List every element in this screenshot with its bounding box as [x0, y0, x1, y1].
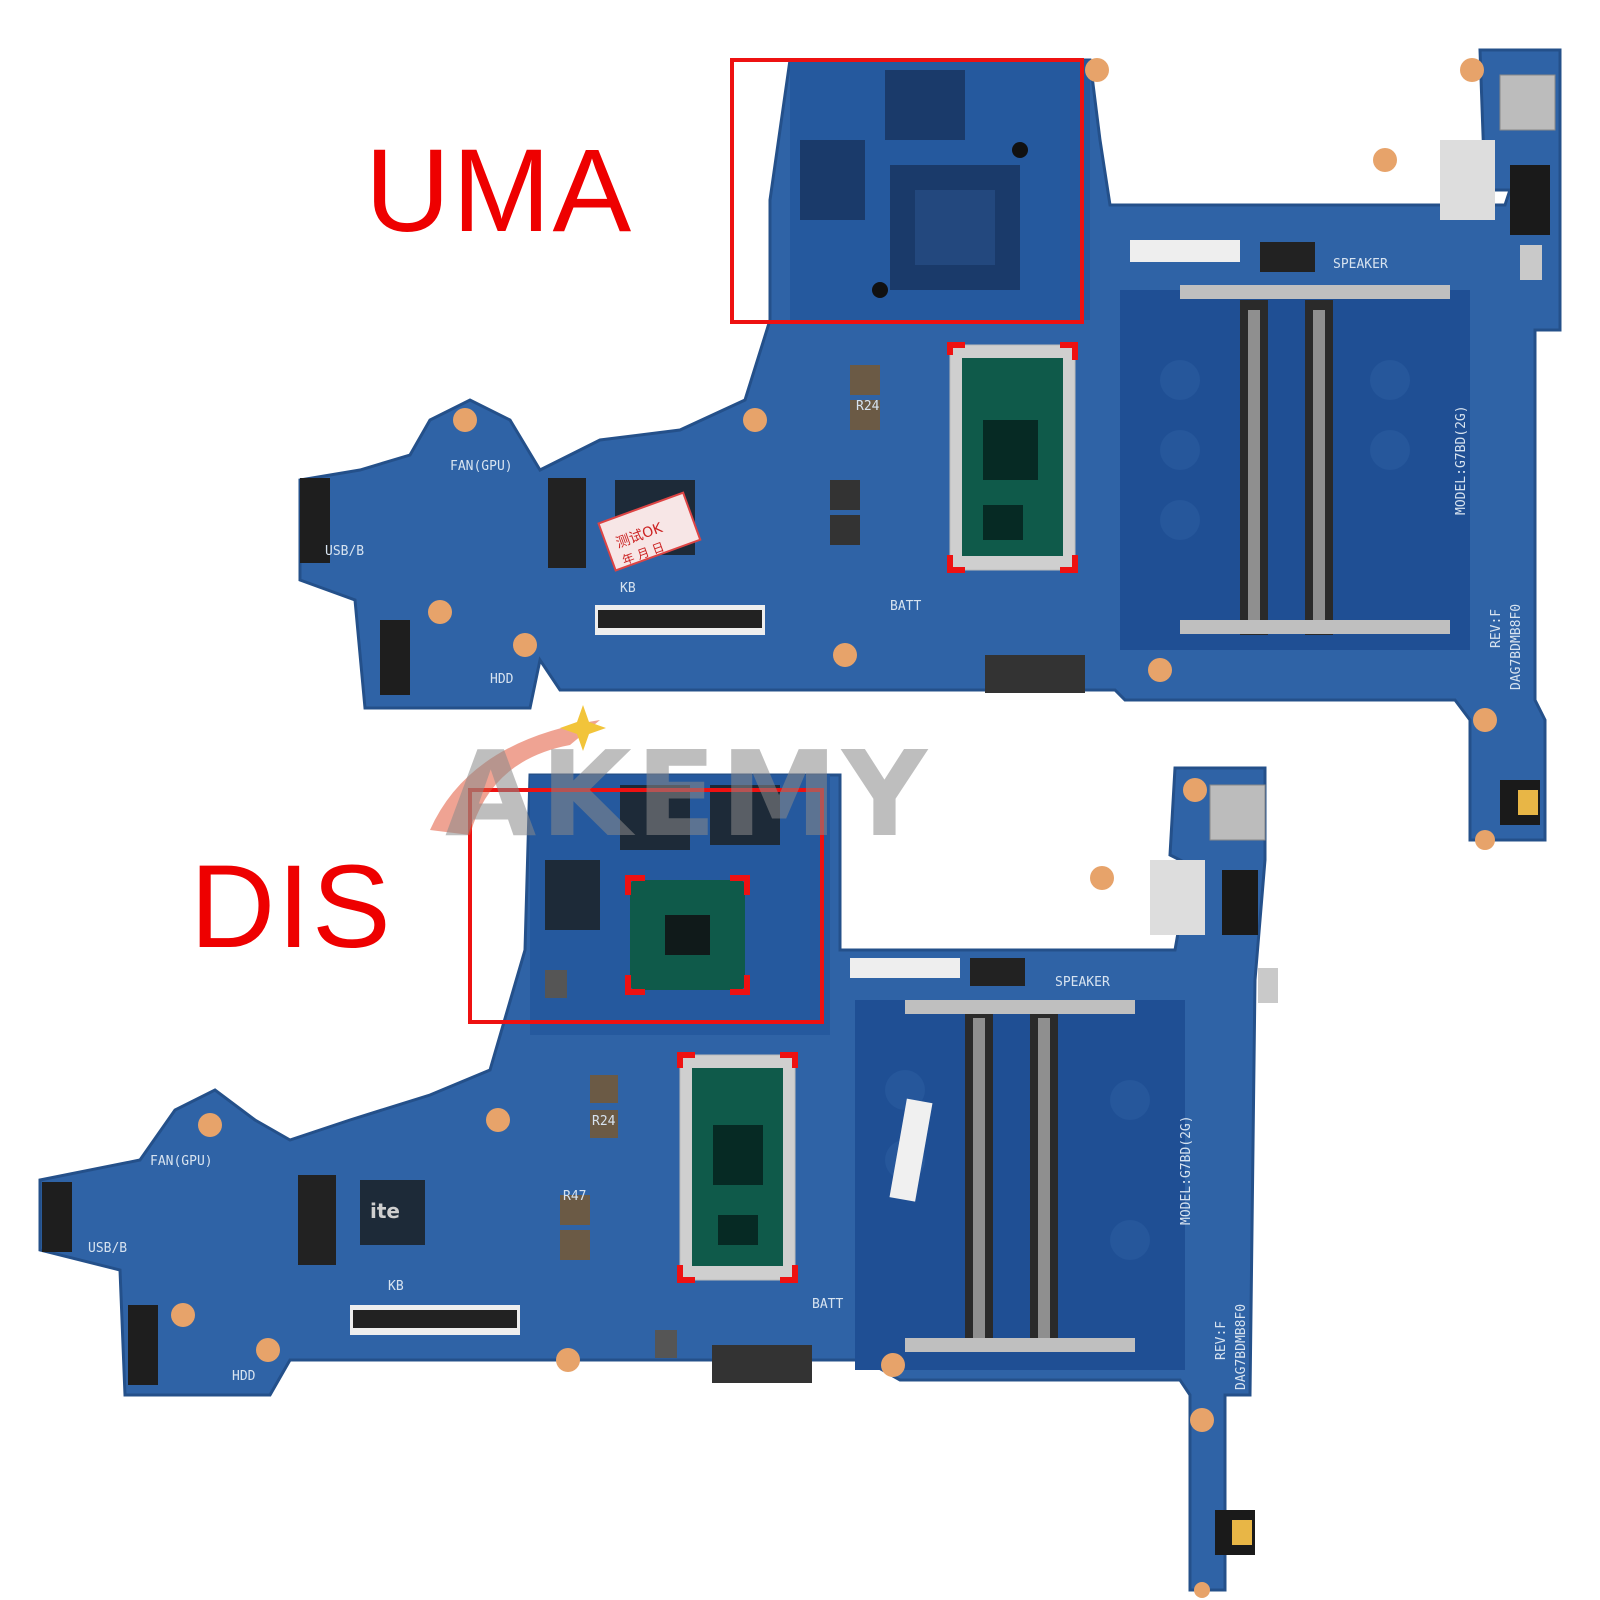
silk-model-top: MODEL:G7BD(2G): [1454, 405, 1469, 515]
silk-rev-top: REV:F: [1489, 609, 1504, 648]
silk-kb-bottom: KB: [388, 1279, 404, 1294]
silk-kb-top: KB: [620, 581, 636, 596]
dis-label: DIS: [190, 841, 393, 973]
silk-fan-top: FAN(GPU): [450, 459, 513, 474]
silk-r24-bottom: R24: [592, 1114, 616, 1129]
silk-model-bottom: MODEL:G7BD(2G): [1179, 1115, 1194, 1225]
uma-motherboard: [298, 48, 1562, 850]
uma-highlight-box: [730, 58, 1084, 324]
uma-label: UMA: [365, 125, 634, 257]
sparkle-icon: [560, 705, 606, 751]
silk-usb-bottom: USB/B: [88, 1241, 127, 1256]
silk-part-top: DAG7BDMB8F0: [1509, 604, 1524, 690]
silk-batt-bottom: BATT: [812, 1297, 843, 1312]
silk-batt-top: BATT: [890, 599, 921, 614]
silk-usb-top: USB/B: [325, 544, 364, 559]
silk-hdd-top: HDD: [490, 672, 514, 687]
silk-r24-top: R24: [856, 399, 880, 414]
silk-speaker-bottom: SPEAKER: [1055, 975, 1110, 990]
watermark-swoosh-icon: [430, 720, 600, 835]
watermark-brand: AKEMY: [445, 725, 932, 863]
dis-highlight-box: [468, 788, 824, 1024]
dis-motherboard: [38, 766, 1278, 1598]
silk-hdd-bottom: HDD: [232, 1369, 256, 1384]
silk-r47-bottom: R47: [563, 1189, 586, 1204]
silk-fan-bottom: FAN(GPU): [150, 1154, 213, 1169]
silk-ite-chip: ite: [370, 1199, 400, 1223]
silk-speaker-top: SPEAKER: [1333, 257, 1388, 272]
silk-rev-bottom: REV:F: [1214, 1321, 1229, 1360]
silk-part-bottom: DAG7BDMB8F0: [1234, 1304, 1249, 1390]
